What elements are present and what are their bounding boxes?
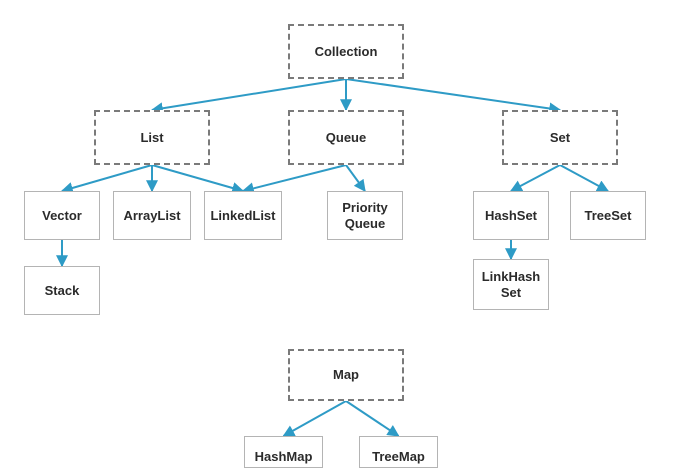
node-linkedlist: LinkedList — [204, 191, 282, 240]
node-vector: Vector — [24, 191, 100, 240]
edge-list-to-vector — [60, 164, 153, 194]
node-list: List — [94, 110, 210, 165]
edge-collection-to-list — [150, 78, 347, 115]
node-priority-queue: Priority Queue — [327, 191, 403, 240]
edge-queue-to-linkedlist — [241, 164, 347, 195]
node-linkhashset: LinkHash Set — [473, 259, 549, 310]
edge-set-to-treeset — [559, 164, 610, 192]
edge-set-to-hashset — [509, 164, 561, 192]
edge-queue-to-priorityqueue — [345, 164, 366, 192]
edge-list-to-linkedlist — [151, 164, 245, 194]
node-queue: Queue — [288, 110, 404, 165]
edge-map-to-hashmap — [282, 400, 347, 437]
node-hashset: HashSet — [473, 191, 549, 240]
node-treemap: TreeMap — [359, 436, 438, 468]
node-treeset: TreeSet — [570, 191, 646, 240]
node-map: Map — [288, 349, 404, 401]
edge-map-to-treemap — [345, 400, 400, 437]
node-set: Set — [502, 110, 618, 165]
edge-collection-to-set — [345, 78, 562, 115]
node-arraylist: ArrayList — [113, 191, 191, 240]
node-hashmap: HashMap — [244, 436, 323, 468]
node-collection: Collection — [288, 24, 404, 79]
node-stack: Stack — [24, 266, 100, 315]
